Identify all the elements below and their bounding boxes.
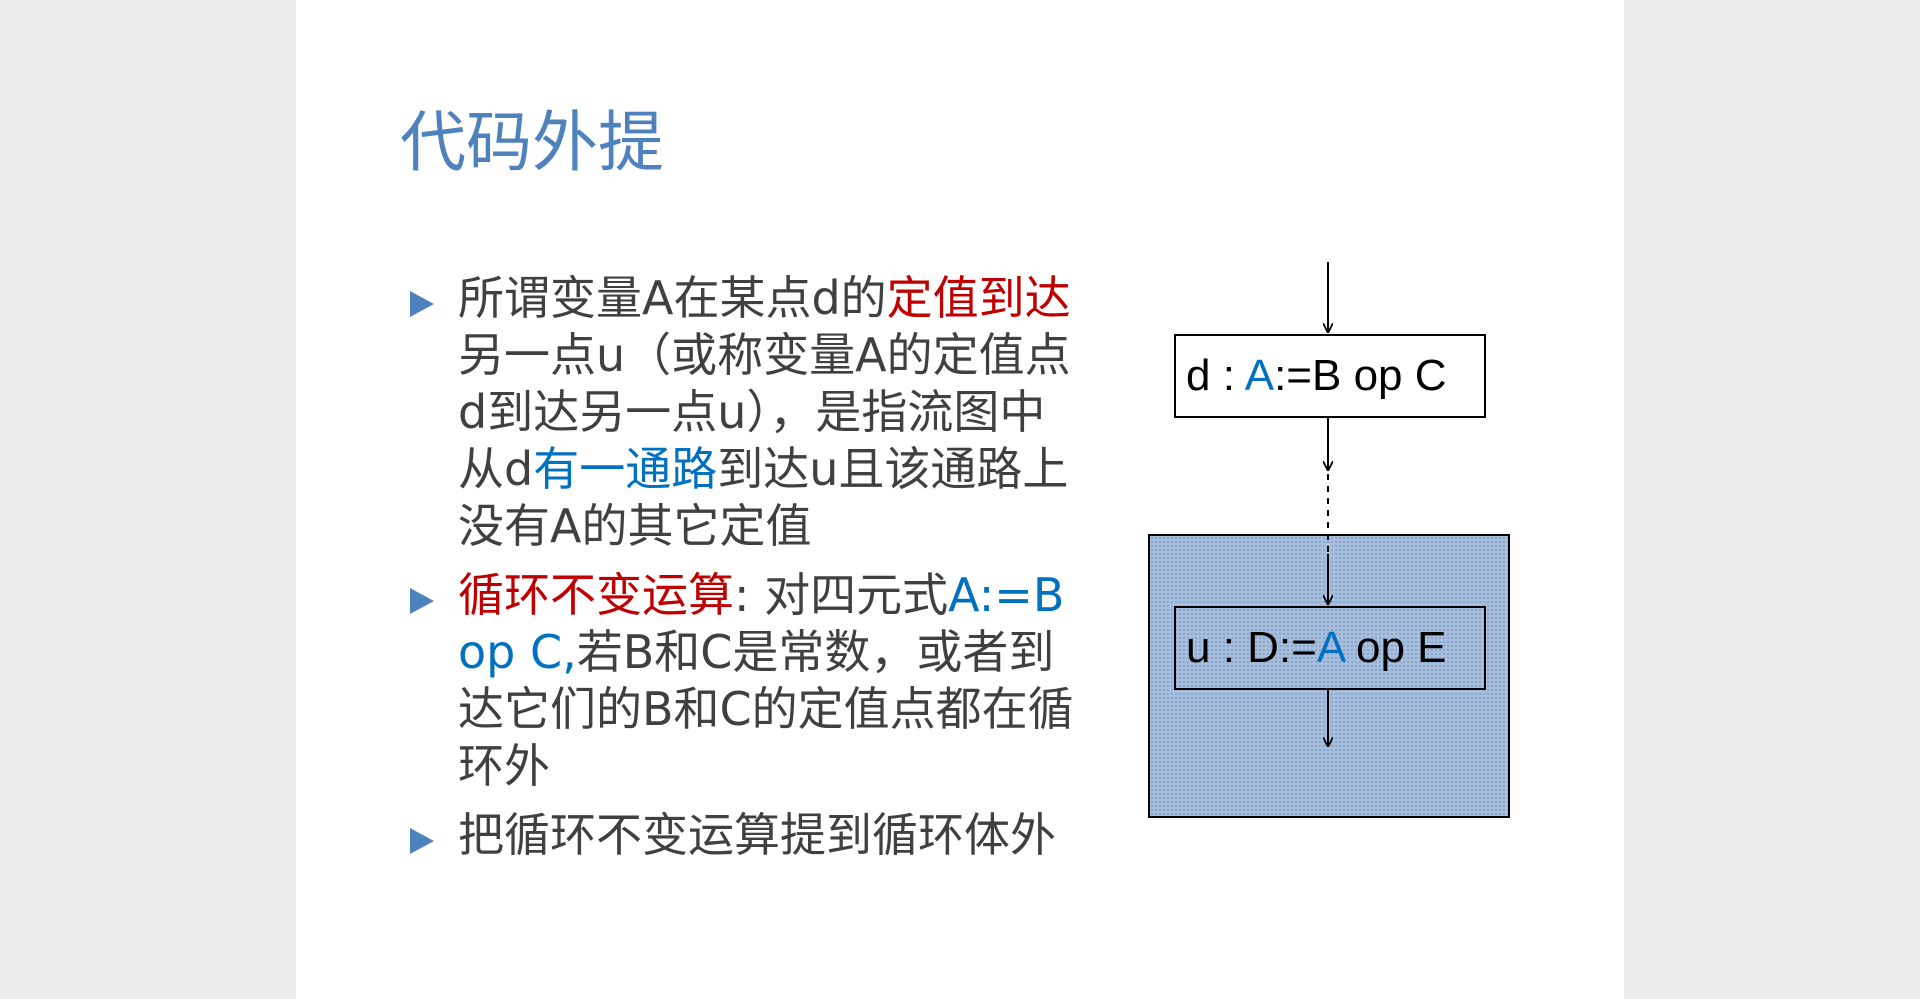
highlight-red: 循环不变运算 [458, 568, 734, 622]
text-segment: 所谓变量A在某点d的 [458, 271, 887, 325]
node-u-use: u : D:=A op E [1174, 606, 1486, 690]
node-d-variable: A [1244, 351, 1275, 400]
text-segment: 若B和C是常数，或者到达它们的B和C的定值点都在循环外 [458, 625, 1074, 793]
slide: 代码外提 所谓变量A在某点d的定值到达另一点u（或称变量A的定值点d到达另一点u… [296, 0, 1624, 999]
loop-region [1148, 534, 1510, 818]
text-segment: 把循环不变运算提到循环体外 [458, 808, 1056, 862]
highlight-red: 定值到达 [886, 271, 1071, 325]
slide-title: 代码外提 [400, 104, 664, 181]
highlight-blue: A:=B op C, [458, 568, 1065, 679]
triangle-bullet-icon [410, 291, 434, 317]
triangle-bullet-icon [410, 828, 434, 854]
bullet-list: 所谓变量A在某点d的定值到达另一点u（或称变量A的定值点d到达另一点u），是指流… [410, 270, 1100, 876]
triangle-bullet-icon [410, 588, 434, 614]
highlight-blue: 有一通路 [533, 442, 718, 496]
text-segment: 到达u且该通路上没有A的其它定值 [458, 442, 1069, 553]
node-u-prefix: u : D:= [1186, 623, 1317, 672]
node-d-suffix: :=B op C [1274, 351, 1447, 400]
text-segment: : 对四元式 [734, 568, 949, 622]
flow-edges [1126, 262, 1526, 828]
bullet-item: 把循环不变运算提到循环体外 [410, 807, 1100, 864]
node-u-suffix: op E [1343, 623, 1447, 672]
node-u-variable: A [1316, 623, 1344, 672]
flow-diagram: d : A:=B op C u : D:=A op E [1126, 258, 1526, 828]
bullet-item: 循环不变运算: 对四元式A:=B op C,若B和C是常数，或者到达它们的B和C… [410, 567, 1100, 795]
node-d-prefix: d : [1186, 351, 1245, 400]
node-d-definition: d : A:=B op C [1174, 334, 1486, 418]
bullet-text: 循环不变运算: 对四元式A:=B op C,若B和C是常数，或者到达它们的B和C… [458, 567, 1083, 795]
text-segment: 另一点u（或称变量A的定值点d到达另一点u），是指流图中从d [458, 328, 1071, 496]
bullet-text: 把循环不变运算提到循环体外 [458, 807, 1083, 864]
bullet-text: 所谓变量A在某点d的定值到达另一点u（或称变量A的定值点d到达另一点u），是指流… [458, 270, 1083, 555]
bullet-item: 所谓变量A在某点d的定值到达另一点u（或称变量A的定值点d到达另一点u），是指流… [410, 270, 1100, 555]
